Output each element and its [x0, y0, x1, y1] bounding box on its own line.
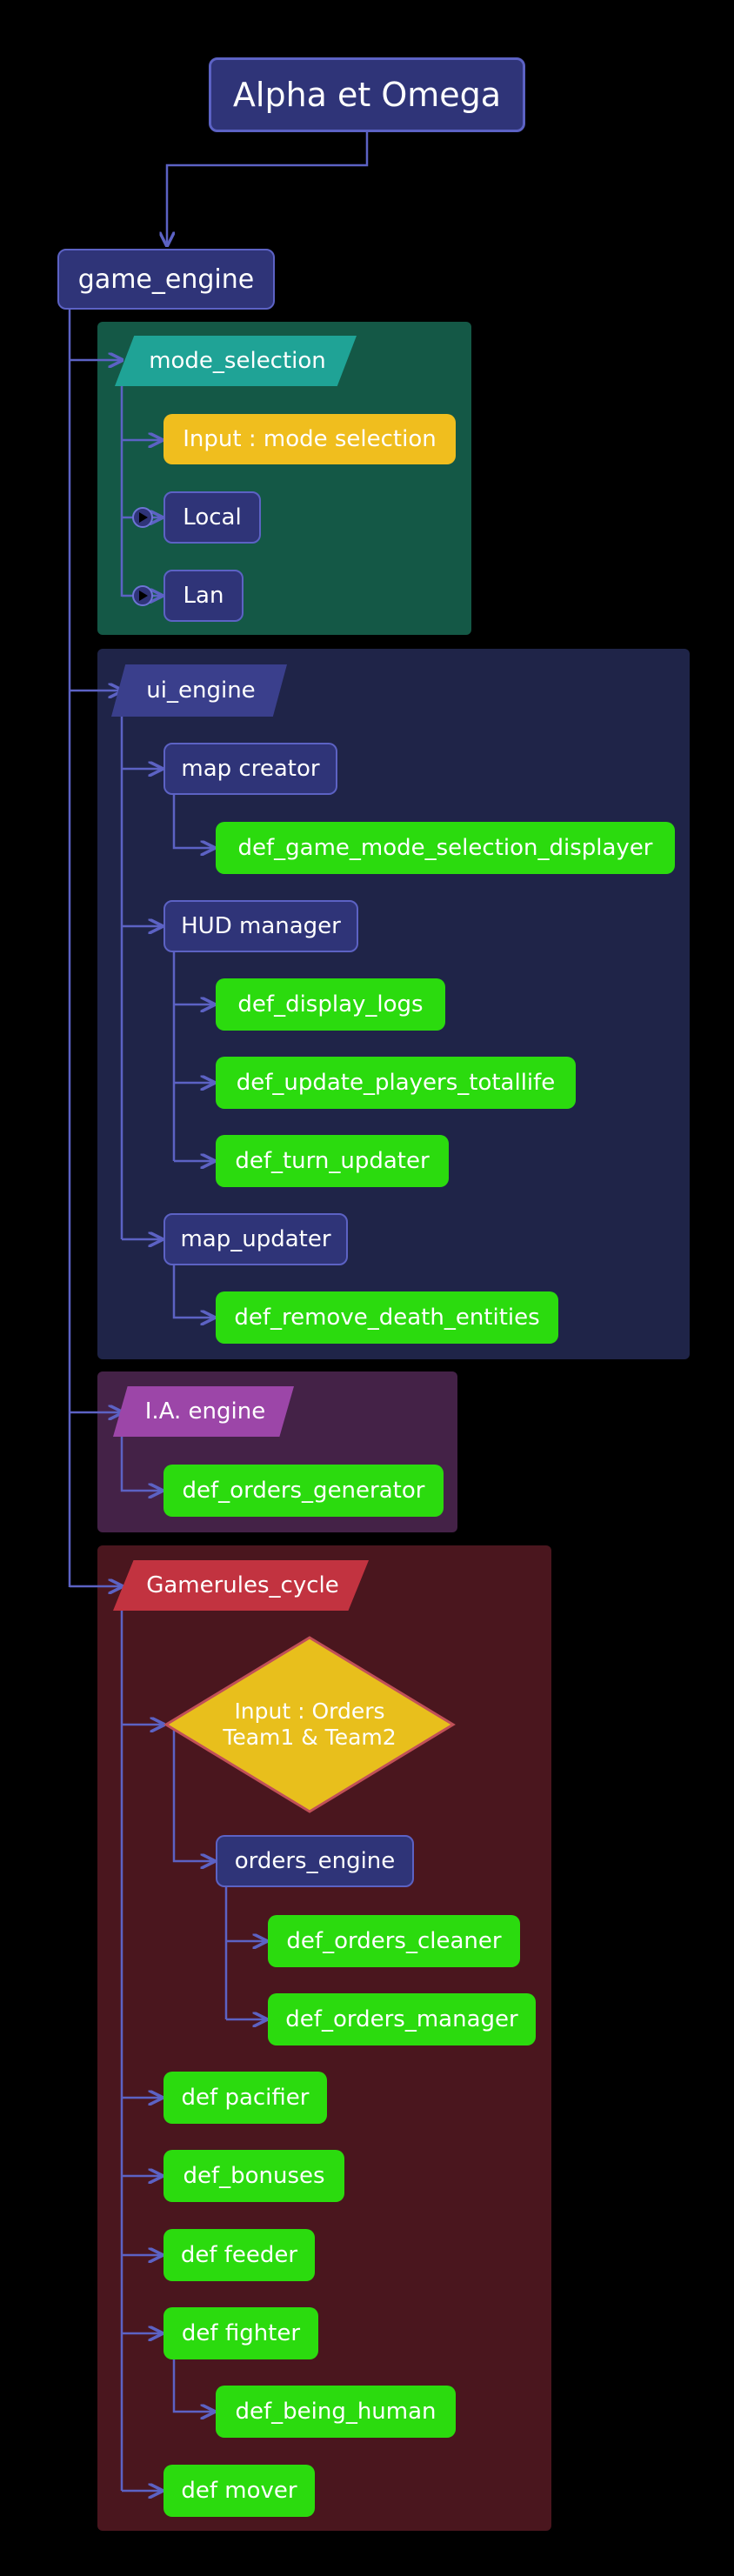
def-orders-cleaner-node: def_orders_cleaner [268, 1915, 520, 1967]
orders-engine-node: orders_engine [216, 1835, 414, 1887]
def-fighter-node: def fighter [163, 2307, 318, 2359]
edge-title-root [167, 130, 369, 245]
input-mode-selection-node: Input : mode selection [163, 414, 456, 464]
def-pacifier-node: def pacifier [163, 2072, 327, 2124]
edge-map-updater-child [172, 1264, 214, 1318]
edge-map-creator-child [172, 793, 214, 848]
local-node: Local [163, 491, 261, 544]
group-header-ia-engine: I.A. engine [113, 1386, 294, 1437]
group-header-label: Gamerules_cycle [146, 1572, 339, 1598]
group-header-label: ui_engine [146, 677, 256, 704]
def-remove-death-entities-node: def_remove_death_entities [216, 1291, 558, 1344]
lan-node: Lan [163, 570, 244, 622]
def-orders-generator-node: def_orders_generator [163, 1465, 444, 1517]
map-creator-node: map creator [163, 743, 337, 795]
def-mover-node: def mover [163, 2465, 315, 2517]
def-update-players-totallife-node: def_update_players_totallife [216, 1057, 576, 1109]
root-node-game-engine: game_engine [57, 249, 275, 310]
def-game-mode-selection-displayer-node: def_game_mode_selection_displayer [216, 822, 675, 874]
hud-manager-node: HUD manager [163, 900, 358, 952]
edge-fighter-child [172, 2358, 214, 2412]
def-display-logs-node: def_display_logs [216, 978, 445, 1031]
group-header-ui-engine: ui_engine [111, 664, 287, 717]
def-feeder-node: def feeder [163, 2229, 315, 2281]
map-updater-node: map_updater [163, 1213, 348, 1265]
edge-decision-orders-engine [172, 1725, 214, 1861]
decision-text: Input : Orders Team1 & Team2 [163, 1635, 456, 1814]
decision-line-2: Team1 & Team2 [223, 1725, 397, 1750]
group-header-mode-selection: mode_selection [115, 336, 357, 386]
def-being-human-node: def_being_human [216, 2386, 456, 2438]
def-turn-updater-node: def_turn_updater [216, 1135, 449, 1187]
group-header-gamerules-cycle: Gamerules_cycle [113, 1560, 369, 1611]
diagram-title-node: Alpha et Omega [209, 57, 525, 132]
input-orders-decision: Input : Orders Team1 & Team2 [163, 1635, 456, 1814]
def-bonuses-node: def_bonuses [163, 2150, 344, 2202]
group-header-label: I.A. engine [144, 1398, 266, 1425]
decision-line-1: Input : Orders [234, 1698, 385, 1724]
def-orders-manager-node: def_orders_manager [268, 1993, 536, 2045]
play-markers [132, 507, 153, 606]
edge-ia-child [120, 1435, 162, 1491]
group-header-label: mode_selection [149, 348, 326, 374]
decision-diamond-shape [163, 1636, 456, 1813]
